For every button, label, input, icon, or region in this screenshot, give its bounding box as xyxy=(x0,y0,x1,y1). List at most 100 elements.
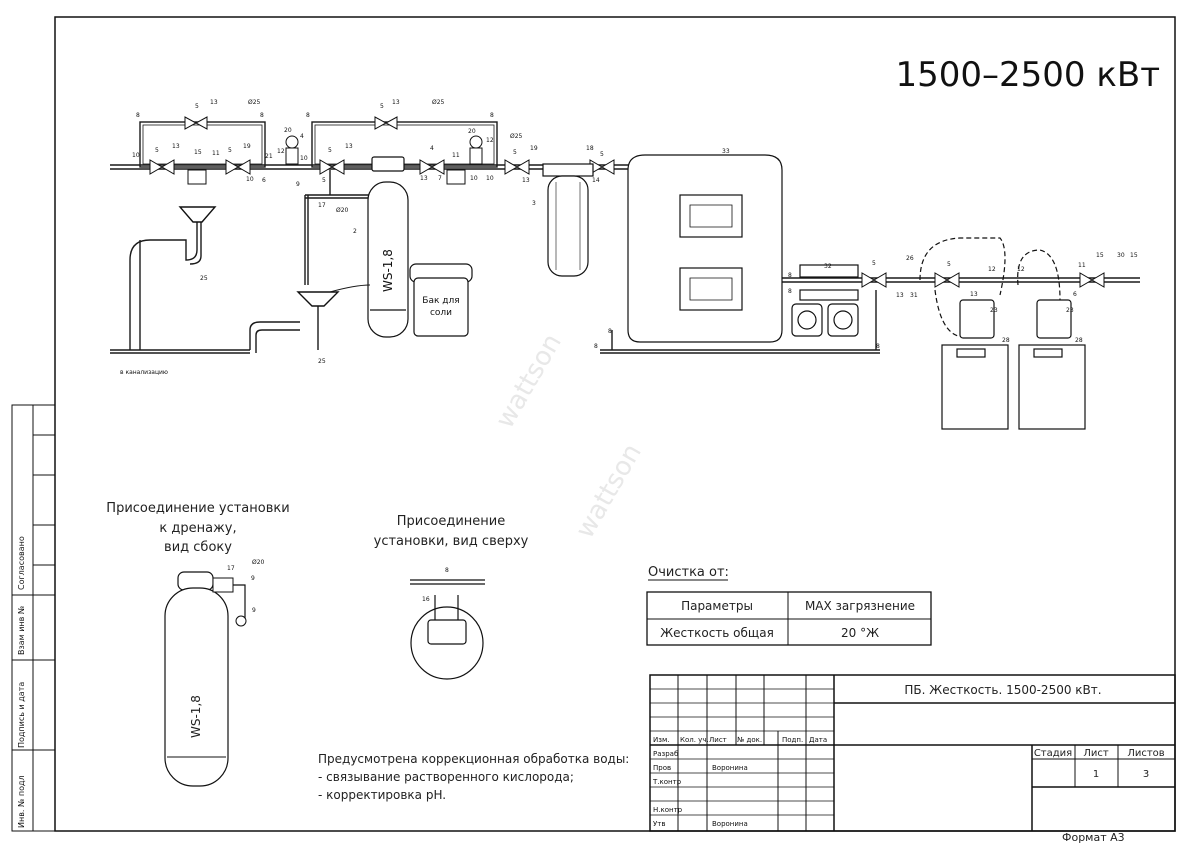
watermark-2: wattson xyxy=(570,439,648,544)
callout: 25 xyxy=(318,358,326,365)
callout: 32 xyxy=(824,263,832,270)
note-line1: Предусмотрена коррекционная обработка во… xyxy=(318,752,629,766)
valves xyxy=(149,116,1105,288)
callout: 6 xyxy=(1073,291,1077,298)
callout: 31 xyxy=(910,292,918,299)
stamp-title: ПБ. Жесткость. 1500-2500 кВт. xyxy=(904,683,1101,697)
callout: Ø20 xyxy=(336,207,349,214)
callout: 10 xyxy=(470,175,478,182)
callout: Ø25 xyxy=(248,99,261,106)
callout: 9 xyxy=(251,575,255,582)
callout: 4 xyxy=(300,133,304,140)
callout: 8 xyxy=(788,272,792,279)
stamp-list: Лист xyxy=(1083,748,1109,759)
callout: 8 xyxy=(594,343,598,350)
callout: 10 xyxy=(300,155,308,162)
callout: 12 xyxy=(486,137,494,144)
strip-vzam: Взам инв № xyxy=(17,605,26,655)
part-callouts: 8 5 13 Ø25 8 10 5 13 15 11 5 19 20 4 21 … xyxy=(132,99,1138,365)
callout: 10 xyxy=(486,175,494,182)
callout: 21 xyxy=(265,153,273,160)
callout: 2 xyxy=(353,228,357,235)
left-strip: Согласовано Взам инв № Подпись и дата Ин… xyxy=(11,404,56,832)
cartridge-filter xyxy=(542,163,594,277)
callout: 13 xyxy=(210,99,218,106)
callout: 12 xyxy=(277,148,285,155)
note-line2: - связывание растворенного кислорода; xyxy=(318,770,574,784)
callout: 28 xyxy=(1075,337,1083,344)
stamp-list-val: 1 xyxy=(1093,769,1099,780)
callout: 5 xyxy=(195,103,199,110)
softener-label: WS-1,8 xyxy=(381,249,395,292)
callout: 8 xyxy=(260,112,264,119)
callout: 14 xyxy=(592,177,600,184)
note: Предусмотрена коррекционная обработка во… xyxy=(318,752,629,802)
side-view: Присоединение установки к дренажу, вид с… xyxy=(106,501,290,787)
callout: 11 xyxy=(1078,262,1086,269)
drain-pipes: в канализацию xyxy=(110,206,371,376)
callout: 19 xyxy=(243,143,251,150)
callout: 10 xyxy=(246,176,254,183)
callout: 30 xyxy=(1117,252,1125,259)
callout: 5 xyxy=(872,260,876,267)
top-view-title-2: установки, вид сверху xyxy=(374,534,529,549)
callout: 9 xyxy=(252,607,256,614)
callout: 13 xyxy=(970,291,978,298)
salt-tank: Бак для соли xyxy=(409,263,473,337)
stamp-r-prov: Пров xyxy=(653,764,671,772)
callout: 12 xyxy=(988,266,996,273)
stamp-r-tkontr: Т.контр xyxy=(652,778,682,786)
side-view-title-3: вид сбоку xyxy=(164,540,232,555)
callout: 8 xyxy=(608,328,612,335)
callout: 17 xyxy=(318,202,326,209)
cleaning-row1-param: Жесткость общая xyxy=(660,626,774,640)
side-view-title-1: Присоединение установки xyxy=(106,501,289,516)
stamp-h-data: Дата xyxy=(809,736,827,744)
cleaning-table: Очистка от: Параметры MAX загрязнение Же… xyxy=(646,565,932,646)
callout: 13 xyxy=(172,143,180,150)
callout: Ø25 xyxy=(432,99,445,106)
storage-tank xyxy=(627,154,783,343)
stamp-h-izm: Изм. xyxy=(653,736,669,744)
stamp-h-kol: Кол. уч. xyxy=(680,736,709,744)
callout: 5 xyxy=(380,103,384,110)
main-pipeline xyxy=(110,121,1140,285)
callout: 13 xyxy=(896,292,904,299)
callout: 5 xyxy=(600,151,604,158)
callout: 8 xyxy=(876,343,880,350)
callout: 6 xyxy=(262,177,266,184)
stamp-listov-val: 3 xyxy=(1143,769,1149,780)
callout: 9 xyxy=(296,181,300,188)
callout: 11 xyxy=(212,150,220,157)
callout: 8 xyxy=(306,112,310,119)
callout: 15 xyxy=(1130,252,1138,259)
callout: 5 xyxy=(155,147,159,154)
top-view: Присоединение установки, вид сверху 8 16 xyxy=(374,514,529,680)
side-view-title-2: к дренажу, xyxy=(159,521,236,536)
salt-tank-label-1: Бак для xyxy=(422,296,459,306)
stamp-r-razrab: Разраб xyxy=(653,750,678,758)
callout: 15 xyxy=(194,149,202,156)
side-view-label: WS-1,8 xyxy=(189,695,203,738)
cleaning-row1-value: 20 °Ж xyxy=(841,626,879,640)
title-block-text: ПБ. Жесткость. 1500-2500 кВт. Изм. Кол. … xyxy=(652,683,1165,828)
callout: 26 xyxy=(906,255,914,262)
cleaning-heading: Очистка от: xyxy=(648,565,729,580)
dosing-units xyxy=(919,237,1086,430)
callout: 4 xyxy=(430,145,434,152)
callout: 28 xyxy=(1002,337,1010,344)
callout: 18 xyxy=(586,145,594,152)
strip-soglasovano: Согласовано xyxy=(17,536,26,590)
callout: 16 xyxy=(422,596,430,603)
callout: 25 xyxy=(200,275,208,282)
callout: 7 xyxy=(438,175,442,182)
callout: 5 xyxy=(322,177,326,184)
salt-tank-label-2: соли xyxy=(430,308,452,318)
callout: 5 xyxy=(947,261,951,268)
pressure-gauges xyxy=(187,135,483,185)
callout: 12 xyxy=(1017,266,1025,273)
callout: 5 xyxy=(228,147,232,154)
tank-outlet xyxy=(600,290,880,354)
callout: 13 xyxy=(345,143,353,150)
callout: 5 xyxy=(513,149,517,156)
